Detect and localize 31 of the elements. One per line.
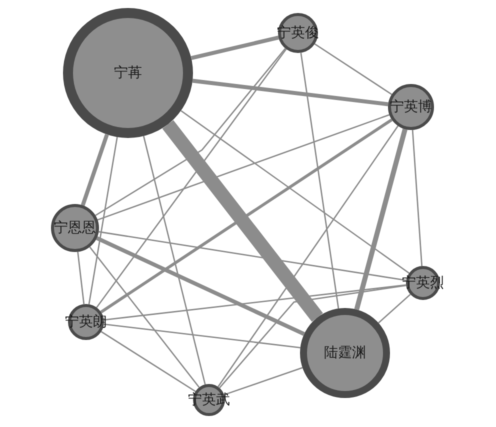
connection-line xyxy=(80,134,109,206)
connection-line xyxy=(412,130,423,266)
name-label: 宁苒 xyxy=(114,64,142,82)
connection-line xyxy=(100,118,393,314)
connection-line xyxy=(104,323,300,348)
connection-line xyxy=(354,128,408,310)
person-circle xyxy=(51,204,99,252)
connection-line xyxy=(88,136,118,304)
connection-line xyxy=(142,136,206,385)
connection-line xyxy=(218,126,399,388)
connection-line xyxy=(96,48,287,308)
connection-line xyxy=(95,48,286,216)
connection-line xyxy=(218,284,406,388)
connection-line xyxy=(98,231,406,282)
connection-line xyxy=(97,114,390,221)
connection-line xyxy=(89,246,200,388)
connection-line xyxy=(162,120,323,322)
connection-line xyxy=(224,367,303,396)
connection-line xyxy=(378,294,411,324)
connection-line xyxy=(104,284,406,321)
connection-line xyxy=(190,36,279,60)
connection-line xyxy=(180,110,410,274)
connection-line xyxy=(77,252,85,304)
name-label: 宁英武 xyxy=(188,391,230,409)
name-label: 陆霆渊 xyxy=(324,344,366,362)
connection-line xyxy=(192,78,388,106)
name-label: 宁恩恩 xyxy=(54,219,96,237)
connection-line xyxy=(96,236,305,336)
connection-line xyxy=(314,43,392,95)
connection-line xyxy=(300,52,340,309)
connection-line xyxy=(100,331,196,392)
